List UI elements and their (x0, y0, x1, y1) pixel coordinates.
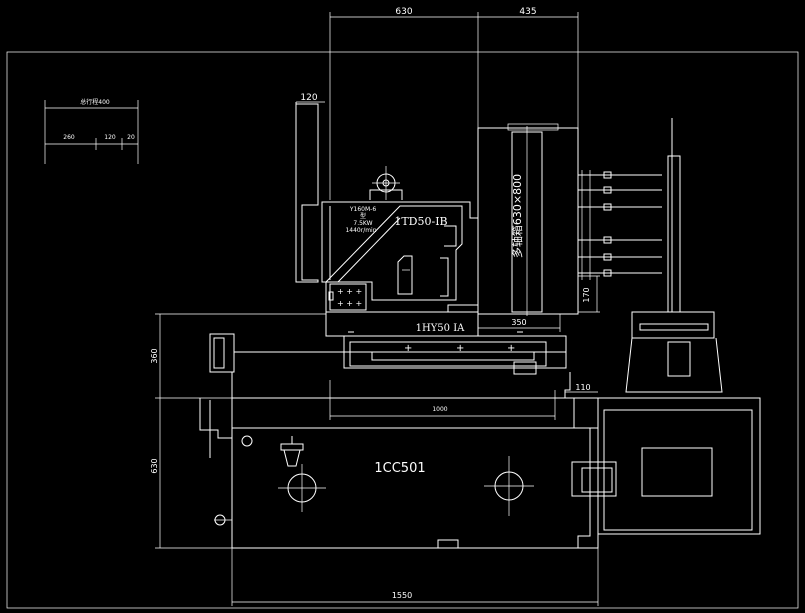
svg-text:+ + +: + + + (337, 287, 362, 296)
power-head-label: 1TD50-IB (394, 215, 447, 228)
motor-type: 型 (360, 212, 366, 220)
dim-110: 110 (575, 383, 590, 392)
dim-1000: 1000 (432, 406, 447, 413)
legend-seg-260: 260 (63, 134, 75, 141)
stroke-legend: 总行程400 260 120 20 (44, 98, 139, 164)
dim-120-left: 120 (300, 93, 317, 103)
dim-350: 350 (511, 318, 526, 327)
spindle-box-label: 多轴箱630×800 (510, 174, 524, 258)
power-head: Y160M-6 型 7.5KW 1440r/min 1TD50-IB + + +… (321, 166, 479, 313)
drill-tools (578, 170, 662, 280)
legend-title: 总行程400 (80, 98, 110, 106)
legend-seg-20: 20 (127, 134, 135, 141)
svg-text:+: + (404, 343, 412, 354)
spindle-box: 多轴箱630×800 170 350 (477, 123, 662, 332)
svg-text:+ + +: + + + (337, 299, 362, 308)
legend-seg-120: 120 (104, 134, 116, 141)
drawing-frame (6, 51, 799, 609)
dim-1550: 1550 (392, 591, 412, 600)
motor-model: Y160M-6 (349, 206, 376, 213)
base: 1CC501 630 1550 (150, 372, 599, 606)
slide-label: 1HY50 IA (416, 323, 466, 334)
dim-360: 360 (150, 348, 159, 363)
dim-630-left: 630 (150, 458, 159, 473)
dim-170: 170 (582, 287, 591, 302)
top-dimensions: 630 435 (329, 7, 579, 200)
svg-text:+: + (456, 343, 464, 354)
base-label: 1CC501 (374, 461, 425, 476)
dim-435-top: 435 (519, 7, 536, 17)
motor-speed: 1440r/min (345, 227, 376, 234)
fixture (571, 118, 761, 535)
left-120-dimension: 120 (295, 93, 325, 283)
motor-power: 7.5KW (353, 220, 372, 227)
slide-assembly: 1HY50 IA + + + 360 1000 110 (150, 311, 598, 420)
svg-text:+: + (507, 343, 515, 354)
dim-630-top: 630 (395, 7, 412, 17)
